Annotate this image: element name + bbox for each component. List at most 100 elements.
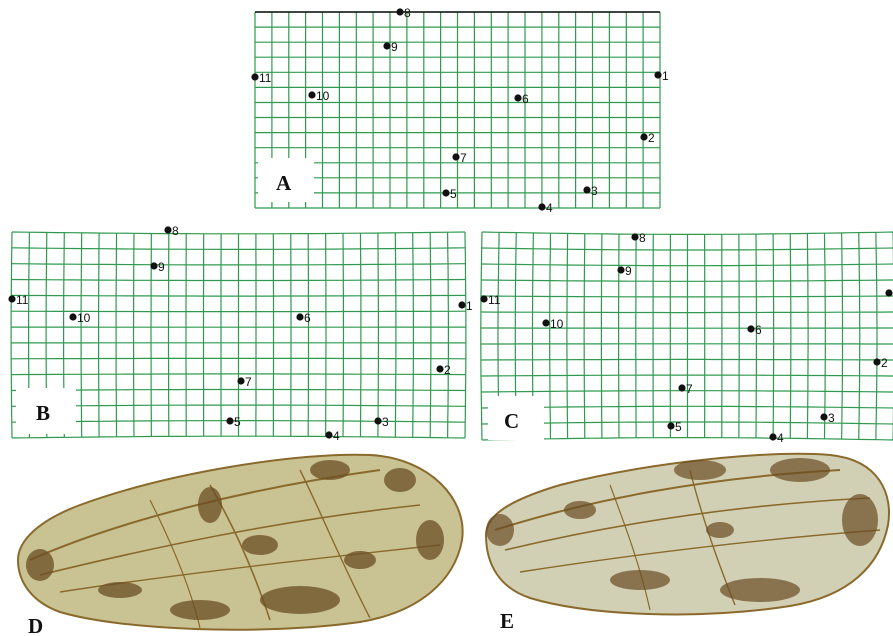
grid-line-vertical bbox=[448, 232, 449, 438]
grid-line-horizontal bbox=[481, 359, 893, 360]
landmark-dot-5 bbox=[226, 417, 233, 424]
landmark-label-2: 2 bbox=[444, 363, 451, 377]
landmark-dot-8 bbox=[631, 233, 638, 240]
landmark-dot-7 bbox=[452, 153, 459, 160]
deformation-grid-b bbox=[11, 232, 466, 438]
wing-photo-d: D bbox=[18, 455, 463, 636]
landmark-dot-1 bbox=[458, 301, 465, 308]
landmark-label-3: 3 bbox=[382, 415, 389, 429]
grid-line-horizontal bbox=[482, 232, 893, 234]
landmark-label-10: 10 bbox=[550, 317, 564, 331]
grid-line-vertical bbox=[413, 233, 414, 438]
grid-line-horizontal bbox=[11, 374, 465, 375]
grid-line-vertical bbox=[465, 232, 466, 438]
landmark-label-2: 2 bbox=[648, 131, 655, 145]
landmark-label-4: 4 bbox=[546, 201, 553, 215]
grid-line-vertical bbox=[567, 234, 568, 439]
grid-line-vertical bbox=[773, 234, 774, 438]
landmark-label-4: 4 bbox=[777, 431, 784, 445]
landmark-dot-11 bbox=[480, 295, 487, 302]
grid-line-vertical bbox=[842, 233, 843, 439]
landmark-dot-7 bbox=[678, 384, 685, 391]
landmark-dot-9 bbox=[150, 262, 157, 269]
landmark-dot-4 bbox=[769, 433, 776, 440]
landmark-label-6: 6 bbox=[304, 311, 311, 325]
landmark-label-8: 8 bbox=[639, 231, 646, 245]
landmark-label-2: 2 bbox=[881, 356, 888, 370]
grid-line-vertical bbox=[790, 234, 791, 439]
landmark-label-5: 5 bbox=[234, 415, 241, 429]
landmark-label-7: 7 bbox=[686, 382, 693, 396]
landmark-label-4: 4 bbox=[333, 429, 340, 443]
landmark-dot-3 bbox=[820, 413, 827, 420]
landmark-label-10: 10 bbox=[77, 311, 91, 325]
panel-label-c: C bbox=[504, 409, 519, 433]
panel-label-d: D bbox=[28, 614, 43, 636]
landmark-dot-1 bbox=[885, 289, 892, 296]
landmark-label-5: 5 bbox=[450, 187, 457, 201]
grid-line-vertical bbox=[550, 233, 551, 439]
grid-line-vertical bbox=[481, 232, 482, 440]
landmark-label-7: 7 bbox=[460, 151, 467, 165]
landmark-label-6: 6 bbox=[755, 323, 762, 337]
landmarks-a: 1 2 3 4 5 6 7 8 9 10 11 bbox=[251, 6, 669, 215]
landmark-label-11: 11 bbox=[488, 293, 501, 307]
grid-line-vertical bbox=[134, 233, 135, 436]
landmark-dot-3 bbox=[374, 417, 381, 424]
landmark-dot-2 bbox=[436, 365, 443, 372]
grid-line-vertical bbox=[378, 233, 379, 437]
grid-line-horizontal bbox=[12, 436, 465, 438]
grid-line-vertical bbox=[430, 232, 431, 437]
panel-label-a: A bbox=[276, 171, 292, 195]
landmark-dot-9 bbox=[383, 42, 390, 49]
landmark-label-8: 8 bbox=[172, 224, 179, 238]
landmark-label-9: 9 bbox=[625, 264, 632, 278]
landmark-dot-1 bbox=[654, 71, 661, 78]
grid-line-horizontal bbox=[481, 312, 893, 313]
grid-line-vertical bbox=[601, 234, 602, 438]
landmark-dot-4 bbox=[325, 431, 332, 438]
landmark-dot-10 bbox=[69, 313, 76, 320]
landmark-label-1: 1 bbox=[662, 69, 669, 83]
landmark-dot-6 bbox=[747, 325, 754, 332]
landmark-label-7: 7 bbox=[245, 375, 252, 389]
landmark-label-9: 9 bbox=[391, 40, 398, 54]
landmark-label-5: 5 bbox=[675, 420, 682, 434]
landmark-label-11: 11 bbox=[259, 71, 272, 85]
grid-line-vertical bbox=[859, 233, 860, 440]
landmark-label-3: 3 bbox=[591, 184, 598, 198]
landmark-dot-6 bbox=[514, 94, 521, 101]
landmark-dot-11 bbox=[8, 295, 15, 302]
landmark-dot-4 bbox=[538, 203, 545, 210]
landmark-label-8: 8 bbox=[404, 6, 411, 20]
landmark-label-6: 6 bbox=[522, 92, 529, 106]
grid-line-vertical bbox=[825, 233, 826, 439]
landmark-dot-10 bbox=[542, 319, 549, 326]
grid-line-vertical bbox=[99, 233, 100, 437]
grid-line-vertical bbox=[876, 232, 877, 439]
grid-line-horizontal bbox=[12, 232, 465, 234]
deformation-grid-a bbox=[255, 12, 660, 208]
grid-line-vertical bbox=[81, 233, 82, 437]
landmark-dot-8 bbox=[164, 226, 171, 233]
landmark-dot-2 bbox=[873, 358, 880, 365]
grid-line-horizontal bbox=[11, 295, 465, 296]
landmark-dot-10 bbox=[308, 91, 315, 98]
landmark-dot-5 bbox=[442, 189, 449, 196]
landmark-label-1: 1 bbox=[466, 299, 473, 313]
landmark-label-10: 10 bbox=[316, 89, 330, 103]
panel-label-b: B bbox=[36, 401, 50, 425]
landmark-dot-9 bbox=[617, 266, 624, 273]
panel-label-e: E bbox=[500, 609, 514, 633]
landmark-dot-3 bbox=[583, 186, 590, 193]
grid-line-vertical bbox=[395, 233, 396, 437]
landmark-label-9: 9 bbox=[158, 260, 165, 274]
wing-photo-e: E bbox=[486, 454, 889, 633]
landmark-dot-7 bbox=[237, 377, 244, 384]
grid-line-vertical bbox=[584, 234, 585, 439]
landmark-dot-11 bbox=[251, 73, 258, 80]
landmark-dot-8 bbox=[396, 8, 403, 15]
landmark-dot-2 bbox=[640, 133, 647, 140]
